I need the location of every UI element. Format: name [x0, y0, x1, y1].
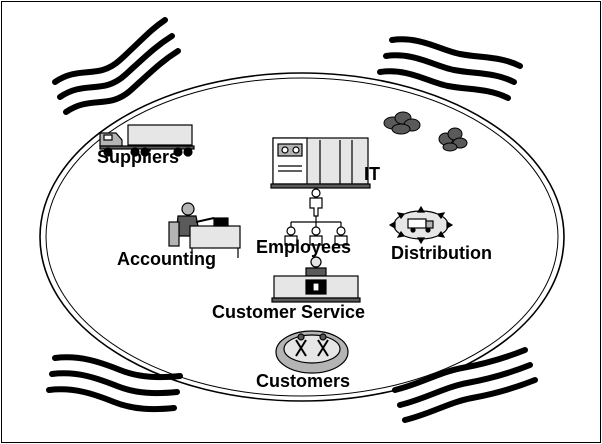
customer-service-desk-icon: [271, 256, 361, 303]
organization-ellipse: [39, 72, 565, 402]
accounting-desk-icon: [168, 202, 241, 258]
flow-lines-top-right-icon: [377, 36, 523, 101]
distribution-label: Distribution: [391, 243, 492, 263]
it-label: IT: [364, 164, 380, 184]
flow-lines-bottom-right-icon: [392, 347, 538, 423]
flow-lines-top-left-icon: [52, 17, 181, 115]
customers-group-icon: [275, 330, 349, 374]
supplier-truck-icon: [99, 124, 195, 157]
customers-label: Customers: [256, 371, 351, 391]
suppliers-label: Suppliers: [97, 147, 180, 167]
distribution-hub-icon: [388, 205, 454, 245]
accounting-label: Accounting: [117, 249, 216, 269]
it-server-icon: [270, 137, 371, 189]
flow-lines-bottom-left-icon: [46, 354, 183, 413]
cloud-cluster-icon: [383, 111, 468, 152]
customer-service-label: Customer Service: [212, 302, 366, 322]
employees-label: Employees: [256, 237, 352, 257]
employees-orgchart-icon: [284, 188, 348, 246]
